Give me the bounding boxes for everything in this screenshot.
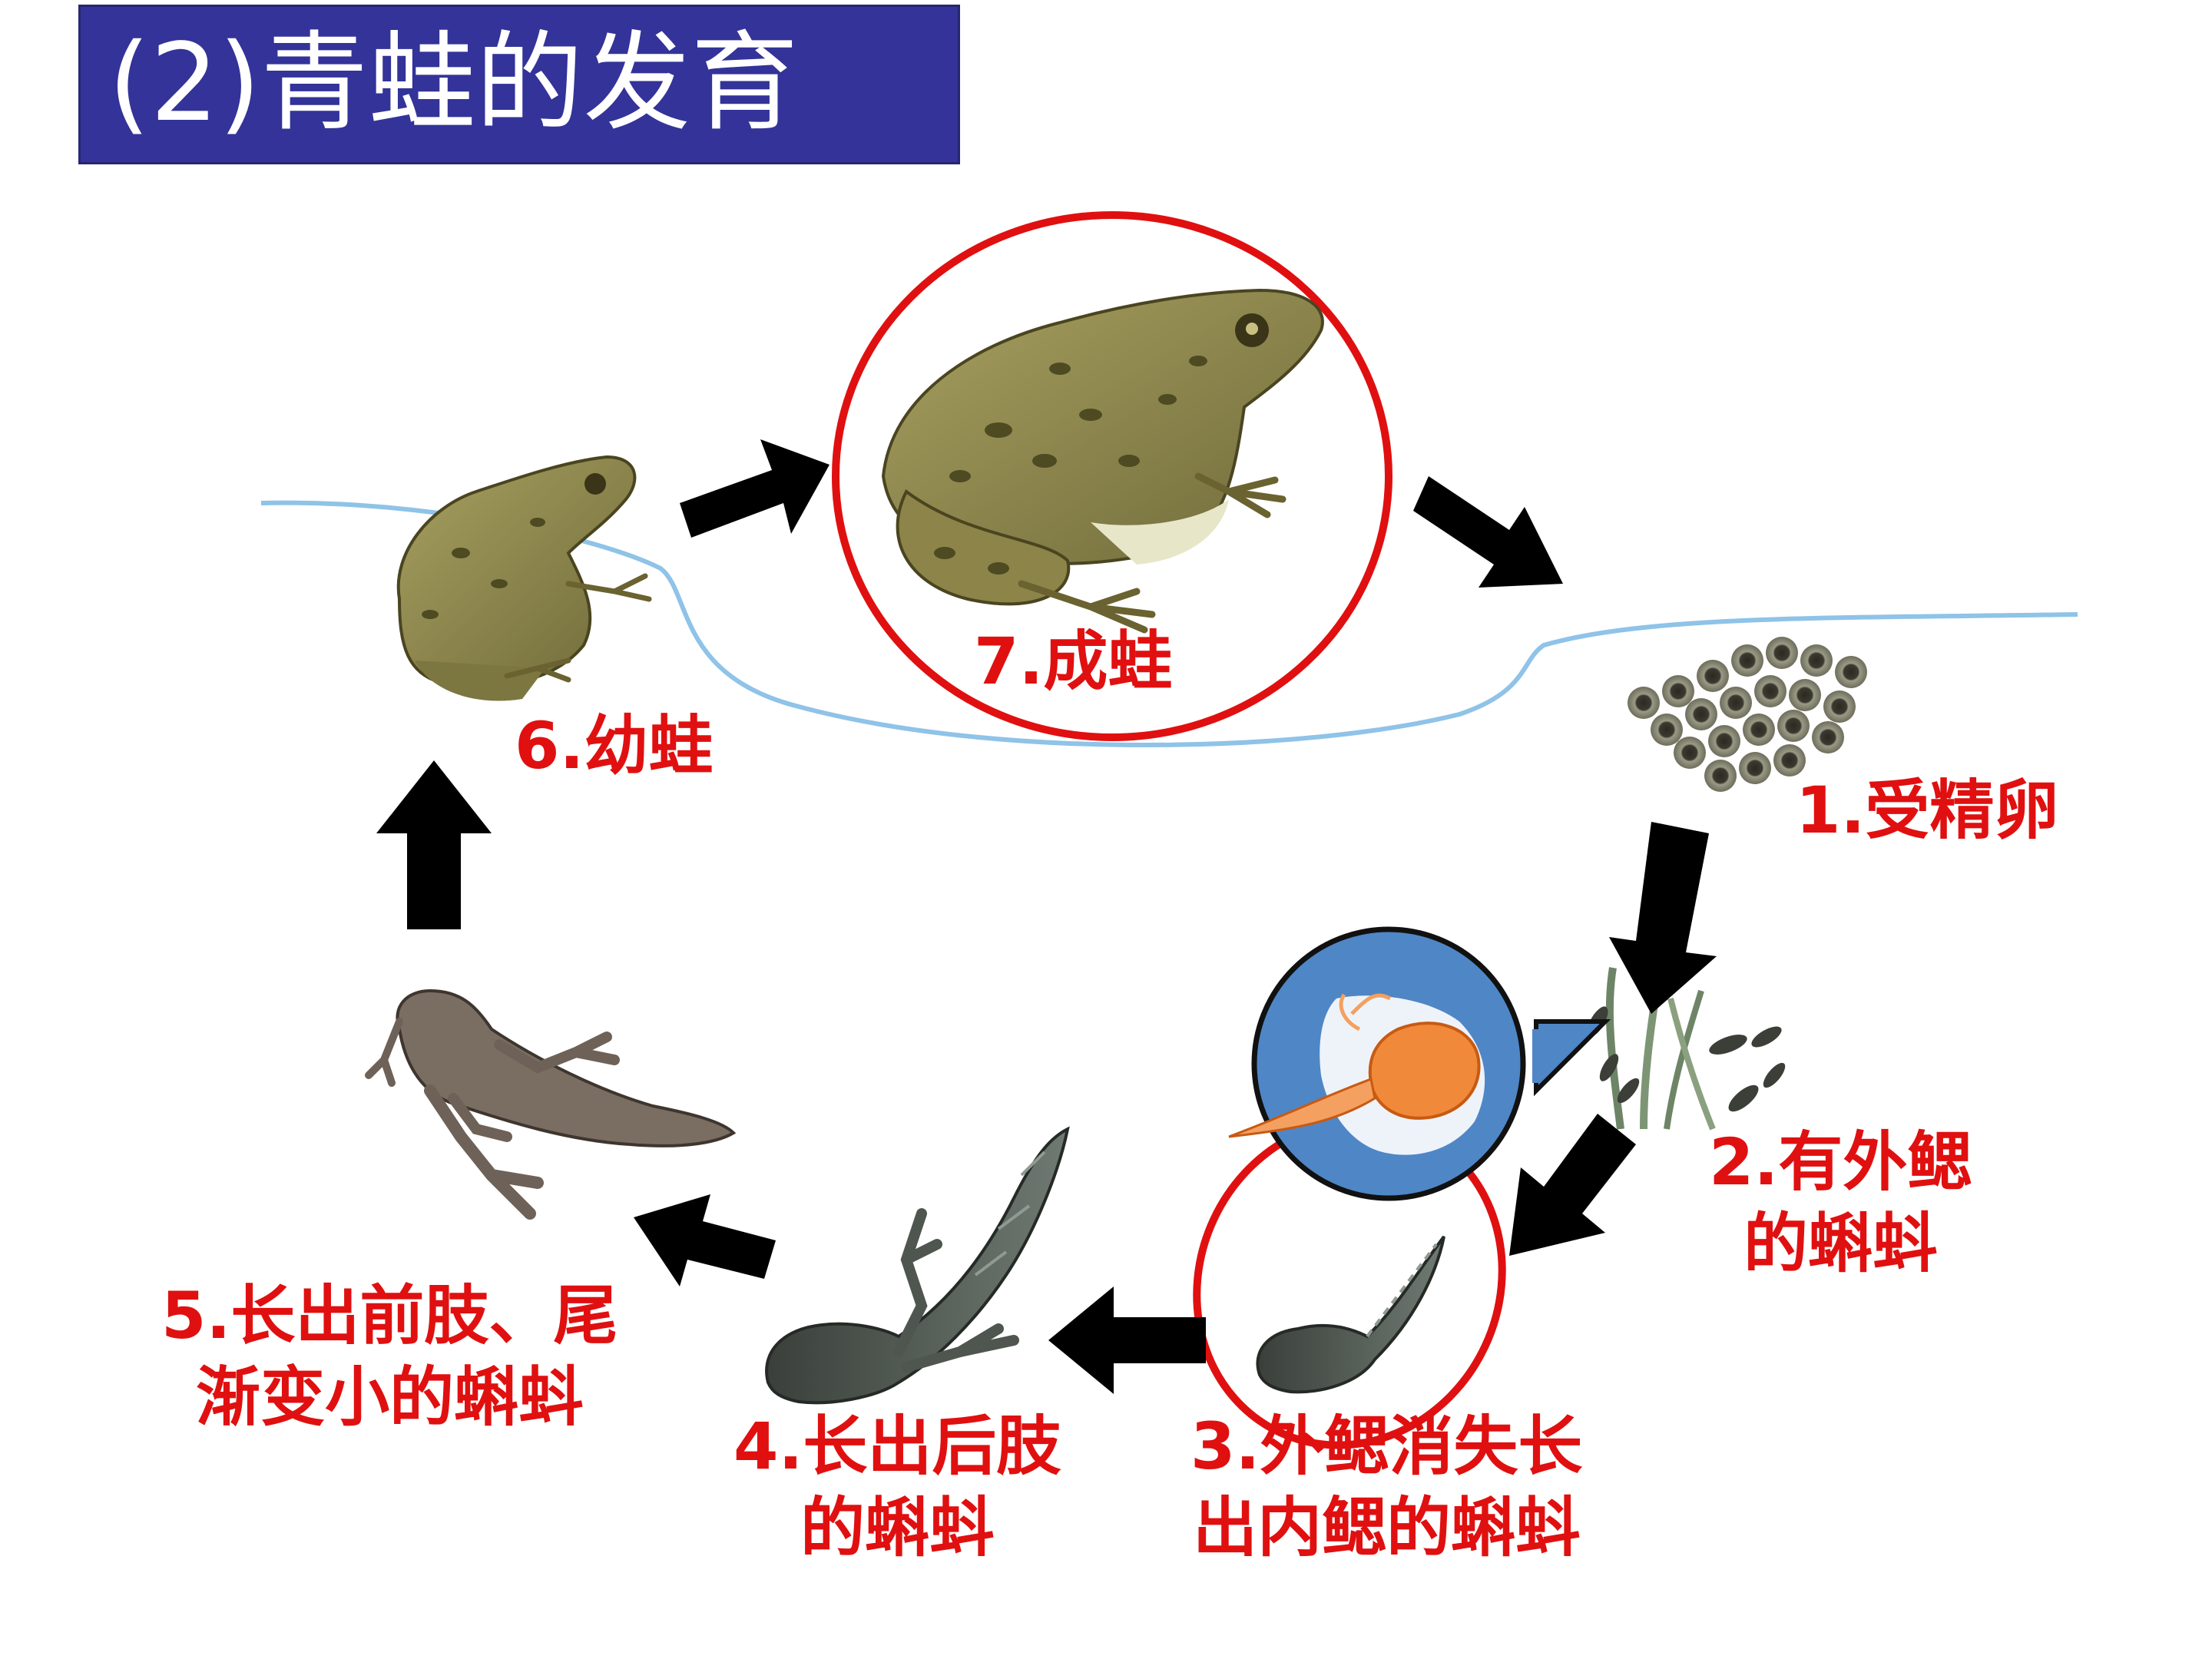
stage-4-label-line1: 4.长出后肢 xyxy=(733,1406,1061,1487)
stage-2-label: 2.有外鳃 的蝌蚪 xyxy=(1709,1121,1972,1284)
stage-2-label-line1: 2.有外鳃 xyxy=(1709,1121,1972,1203)
adult-frog-icon xyxy=(883,290,1323,630)
young-frog-icon xyxy=(399,457,649,701)
stage-3-label-line2: 出内鳃的蝌蚪 xyxy=(1190,1487,1582,1568)
external-gills-callout xyxy=(1229,929,1605,1198)
stage-5-label-line2: 渐变小的蝌蚪 xyxy=(161,1356,618,1438)
stage-4-label-line2: 的蝌蚪 xyxy=(733,1487,1061,1568)
stage-5-label: 5.长出前肢、尾 渐变小的蝌蚪 xyxy=(161,1275,618,1438)
stage-7-label: 7.成蛙 xyxy=(974,621,1172,702)
stage-4-label: 4.长出后肢 的蝌蚪 xyxy=(733,1406,1061,1568)
arrow-7-to-1 xyxy=(1413,476,1563,588)
tadpole-front-legs-icon xyxy=(369,991,733,1214)
arrow-1-to-2 xyxy=(1609,822,1717,1014)
arrow-5-to-6 xyxy=(376,760,492,929)
stage-2-label-line2: 的蝌蚪 xyxy=(1709,1203,1972,1284)
tadpole-external-gills-icon xyxy=(1583,968,1789,1129)
stage-5-label-line1: 5.长出前肢、尾 xyxy=(161,1275,618,1356)
arrow-2-to-3 xyxy=(1509,1114,1636,1256)
frog-eggs-icon xyxy=(1628,637,1867,792)
stage-3-label: 3.外鳃消失长 出内鳃的蝌蚪 xyxy=(1190,1406,1582,1568)
stage-3-label-line1: 3.外鳃消失长 xyxy=(1190,1406,1582,1487)
tadpole-hind-legs-icon xyxy=(767,1129,1068,1402)
arrow-3-to-4 xyxy=(1048,1286,1206,1394)
stage-6-label: 6.幼蛙 xyxy=(515,705,713,786)
tadpole-internal-gills-icon xyxy=(1257,1237,1444,1392)
arrow-6-to-7 xyxy=(680,439,830,538)
stage-1-label: 1.受精卵 xyxy=(1796,770,2058,851)
arrow-4-to-5 xyxy=(634,1194,776,1286)
